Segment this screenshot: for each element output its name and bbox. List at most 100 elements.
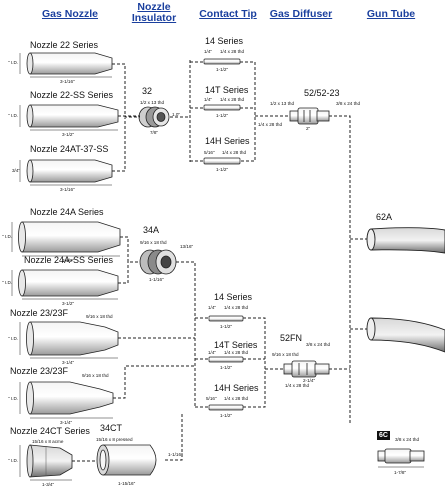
nozzle-24ct-thread: 15/16 x 8 acme — [32, 439, 64, 444]
tip-lower-14h-name: 14H Series — [214, 383, 259, 393]
tip-upper-14-length: 1-1/2" — [216, 67, 229, 72]
header-gun-tube: Gun Tube — [366, 8, 416, 20]
part-6c-badge: 6C — [377, 431, 390, 440]
header-gas-nozzle: Gas Nozzle — [41, 8, 99, 20]
insulator-32-drawing — [138, 106, 170, 128]
tip-lower-14t-dim: 1/4" — [208, 350, 217, 355]
tip-lower-14h-length: 1-1/2" — [220, 413, 233, 418]
diffuser-52-name: 52/52-23 — [304, 88, 340, 98]
part-6c-length: 1-7/8" — [394, 470, 407, 475]
gun-tube-62a-lower-drawing — [366, 317, 445, 353]
tip-upper-14t-name: 14T Series — [205, 85, 249, 95]
tip-lower-14-length: 1-1/2" — [220, 324, 233, 329]
diffuser-52fn-thread-left: 9/16 x 18 thd — [272, 352, 299, 357]
nozzle-24at-length: 3-1/16" — [60, 187, 75, 192]
tip-lower-14h-thread: 1/4 x 28 thd — [224, 396, 249, 401]
nozzle-23f-thread: 9/16 x 18 thd — [82, 373, 109, 378]
nozzle-22-drawing — [26, 52, 113, 75]
nozzle-22ss-drawing — [26, 104, 119, 128]
nozzle-dimension-lines — [11, 53, 120, 481]
tip-lower-14t-name: 14T Series — [214, 340, 258, 350]
diffuser-52fn-name: 52FN — [280, 333, 303, 343]
nozzle-23f-id: " I.D. — [8, 396, 19, 401]
tip-lower-14t-thread: 1/4 x 28 thd — [224, 350, 249, 355]
nozzle-24ct-id: " I.D. — [8, 458, 19, 463]
nozzle-24ass-id: " I.D. — [2, 280, 13, 285]
tip-upper-14-thread: 1/4 x 28 thd — [220, 49, 245, 54]
nozzle-24ct-length: 1-3/4" — [42, 482, 55, 487]
gun-tube-62a-upper-drawing — [366, 227, 445, 254]
tip-upper-14h-name: 14H Series — [205, 136, 250, 146]
connector-lines — [72, 60, 367, 462]
nozzle-24a-name: Nozzle 24A Series — [30, 207, 104, 217]
insulator-34ct-dim: 1-1/16" — [168, 452, 183, 457]
diffuser-52fn-thread-right: 3/8 x 24 thd — [306, 342, 331, 347]
tip-lower-14t-length: 1-1/2" — [220, 365, 233, 370]
part-6c-thread: 3/8 x 24 thd — [395, 437, 420, 442]
tip-upper-14t-dim: 1/4" — [204, 97, 213, 102]
nozzle-24a-drawing — [18, 221, 121, 253]
diffuser-52-thread-tip: 1/4 x 28 thd — [258, 122, 283, 127]
diffuser-52fn-drawing — [283, 360, 330, 378]
diffuser-52-thread-right: 3/8 x 24 thd — [336, 101, 361, 106]
nozzle-24ct-name: Nozzle 24CT Series — [10, 426, 90, 436]
nozzle-22ss-name: Nozzle 22-SS Series — [30, 90, 114, 100]
nozzle-23-id: " I.D. — [8, 336, 19, 341]
nozzle-24a-length: 3-1/2" — [62, 258, 75, 263]
nozzle-22ss-length: 3-1/2" — [62, 132, 75, 137]
insulator-34a-length: 1-1/16" — [149, 277, 164, 282]
nozzle-24at-id: 3/4" — [12, 168, 21, 173]
header-gas-diffuser: Gas Diffuser — [269, 8, 333, 20]
tip-lower-14-thread: 1/4 x 28 thd — [224, 305, 249, 310]
diffuser-52fn-thread-tip: 1/4 x 28 thd — [285, 383, 310, 388]
diffuser-52-thread-left: 1/2 x 13 thd — [270, 101, 295, 106]
nozzle-24ass-length: 3-1/2" — [62, 301, 75, 306]
nozzle-22-length: 3-1/16" — [60, 79, 75, 84]
tip-upper-14-dim: 1/4" — [204, 49, 213, 54]
header-nozzle-insulator-line1: Nozzle — [137, 1, 171, 13]
nozzle-23-length: 3-1/4" — [62, 360, 75, 365]
tip-upper-14t-length: 1-1/2" — [216, 113, 229, 118]
tip-lower-14-name: 14 Series — [214, 292, 253, 302]
nozzle-24ass-drawing — [18, 269, 119, 297]
header-contact-tip: Contact Tip — [199, 8, 257, 20]
tip-lower-14h-dim: 5/16" — [206, 396, 217, 401]
insulator-34a-name: 34A — [143, 225, 160, 235]
diffuser-52fn-length: 2-1/4" — [303, 378, 316, 383]
diffuser-52-length: 2" — [306, 126, 311, 131]
tips-lower-drawings — [208, 315, 244, 411]
tip-upper-14-name: 14 Series — [205, 36, 244, 46]
nozzle-23f-length: 3-1/4" — [60, 420, 73, 425]
nozzle-24ct-drawing — [26, 444, 73, 478]
nozzle-24ass-name: Nozzle 24A-SS Series — [24, 255, 114, 265]
insulator-34ct-thread: 15/16 x 8 pressed — [96, 437, 133, 442]
insulator-32-dim: 1.0" — [172, 112, 181, 117]
nozzle-23f-name: Nozzle 23/23F — [10, 366, 69, 376]
insulator-32-name: 32 — [142, 86, 153, 96]
nozzle-24a-id: " I.D. — [2, 234, 13, 239]
gun-tube-62a-name: 62A — [376, 212, 393, 222]
nozzle-23-thread: 9/16 x 18 thd — [86, 314, 113, 319]
insulator-34ct-name: 34CT — [100, 423, 123, 433]
diffuser-52-drawing — [289, 107, 330, 125]
insulator-32-thread: 1/2 x 13 thd — [140, 100, 165, 105]
tip-lower-14-dim: 1/4" — [208, 305, 217, 310]
insulator-34a-dim: 13/16" — [180, 244, 194, 249]
header-nozzle-insulator-line2: Insulator — [131, 12, 177, 24]
tips-upper-drawings — [203, 58, 241, 165]
nozzle-23f-drawing — [26, 381, 114, 415]
nozzle-23-name: Nozzle 23/23F — [10, 308, 69, 318]
nozzle-24at-name: Nozzle 24AT-37-SS — [30, 144, 109, 154]
insulator-32-length: 7/8" — [150, 130, 159, 135]
tip-upper-14t-thread: 1/4 x 28 thd — [220, 97, 245, 102]
insulator-34ct-drawing — [96, 444, 157, 476]
nozzle-22ss-id: " I.D. — [8, 113, 19, 118]
nozzle-24at-drawing — [26, 159, 113, 183]
nozzle-22-id: " I.D. — [8, 60, 19, 65]
tip-upper-14h-thread: 1/4 x 28 thd — [222, 150, 247, 155]
tip-upper-14h-length: 1-1/2" — [216, 167, 229, 172]
tip-upper-14h-dim: 5/16" — [204, 150, 215, 155]
insulator-34a-drawing — [139, 249, 177, 275]
